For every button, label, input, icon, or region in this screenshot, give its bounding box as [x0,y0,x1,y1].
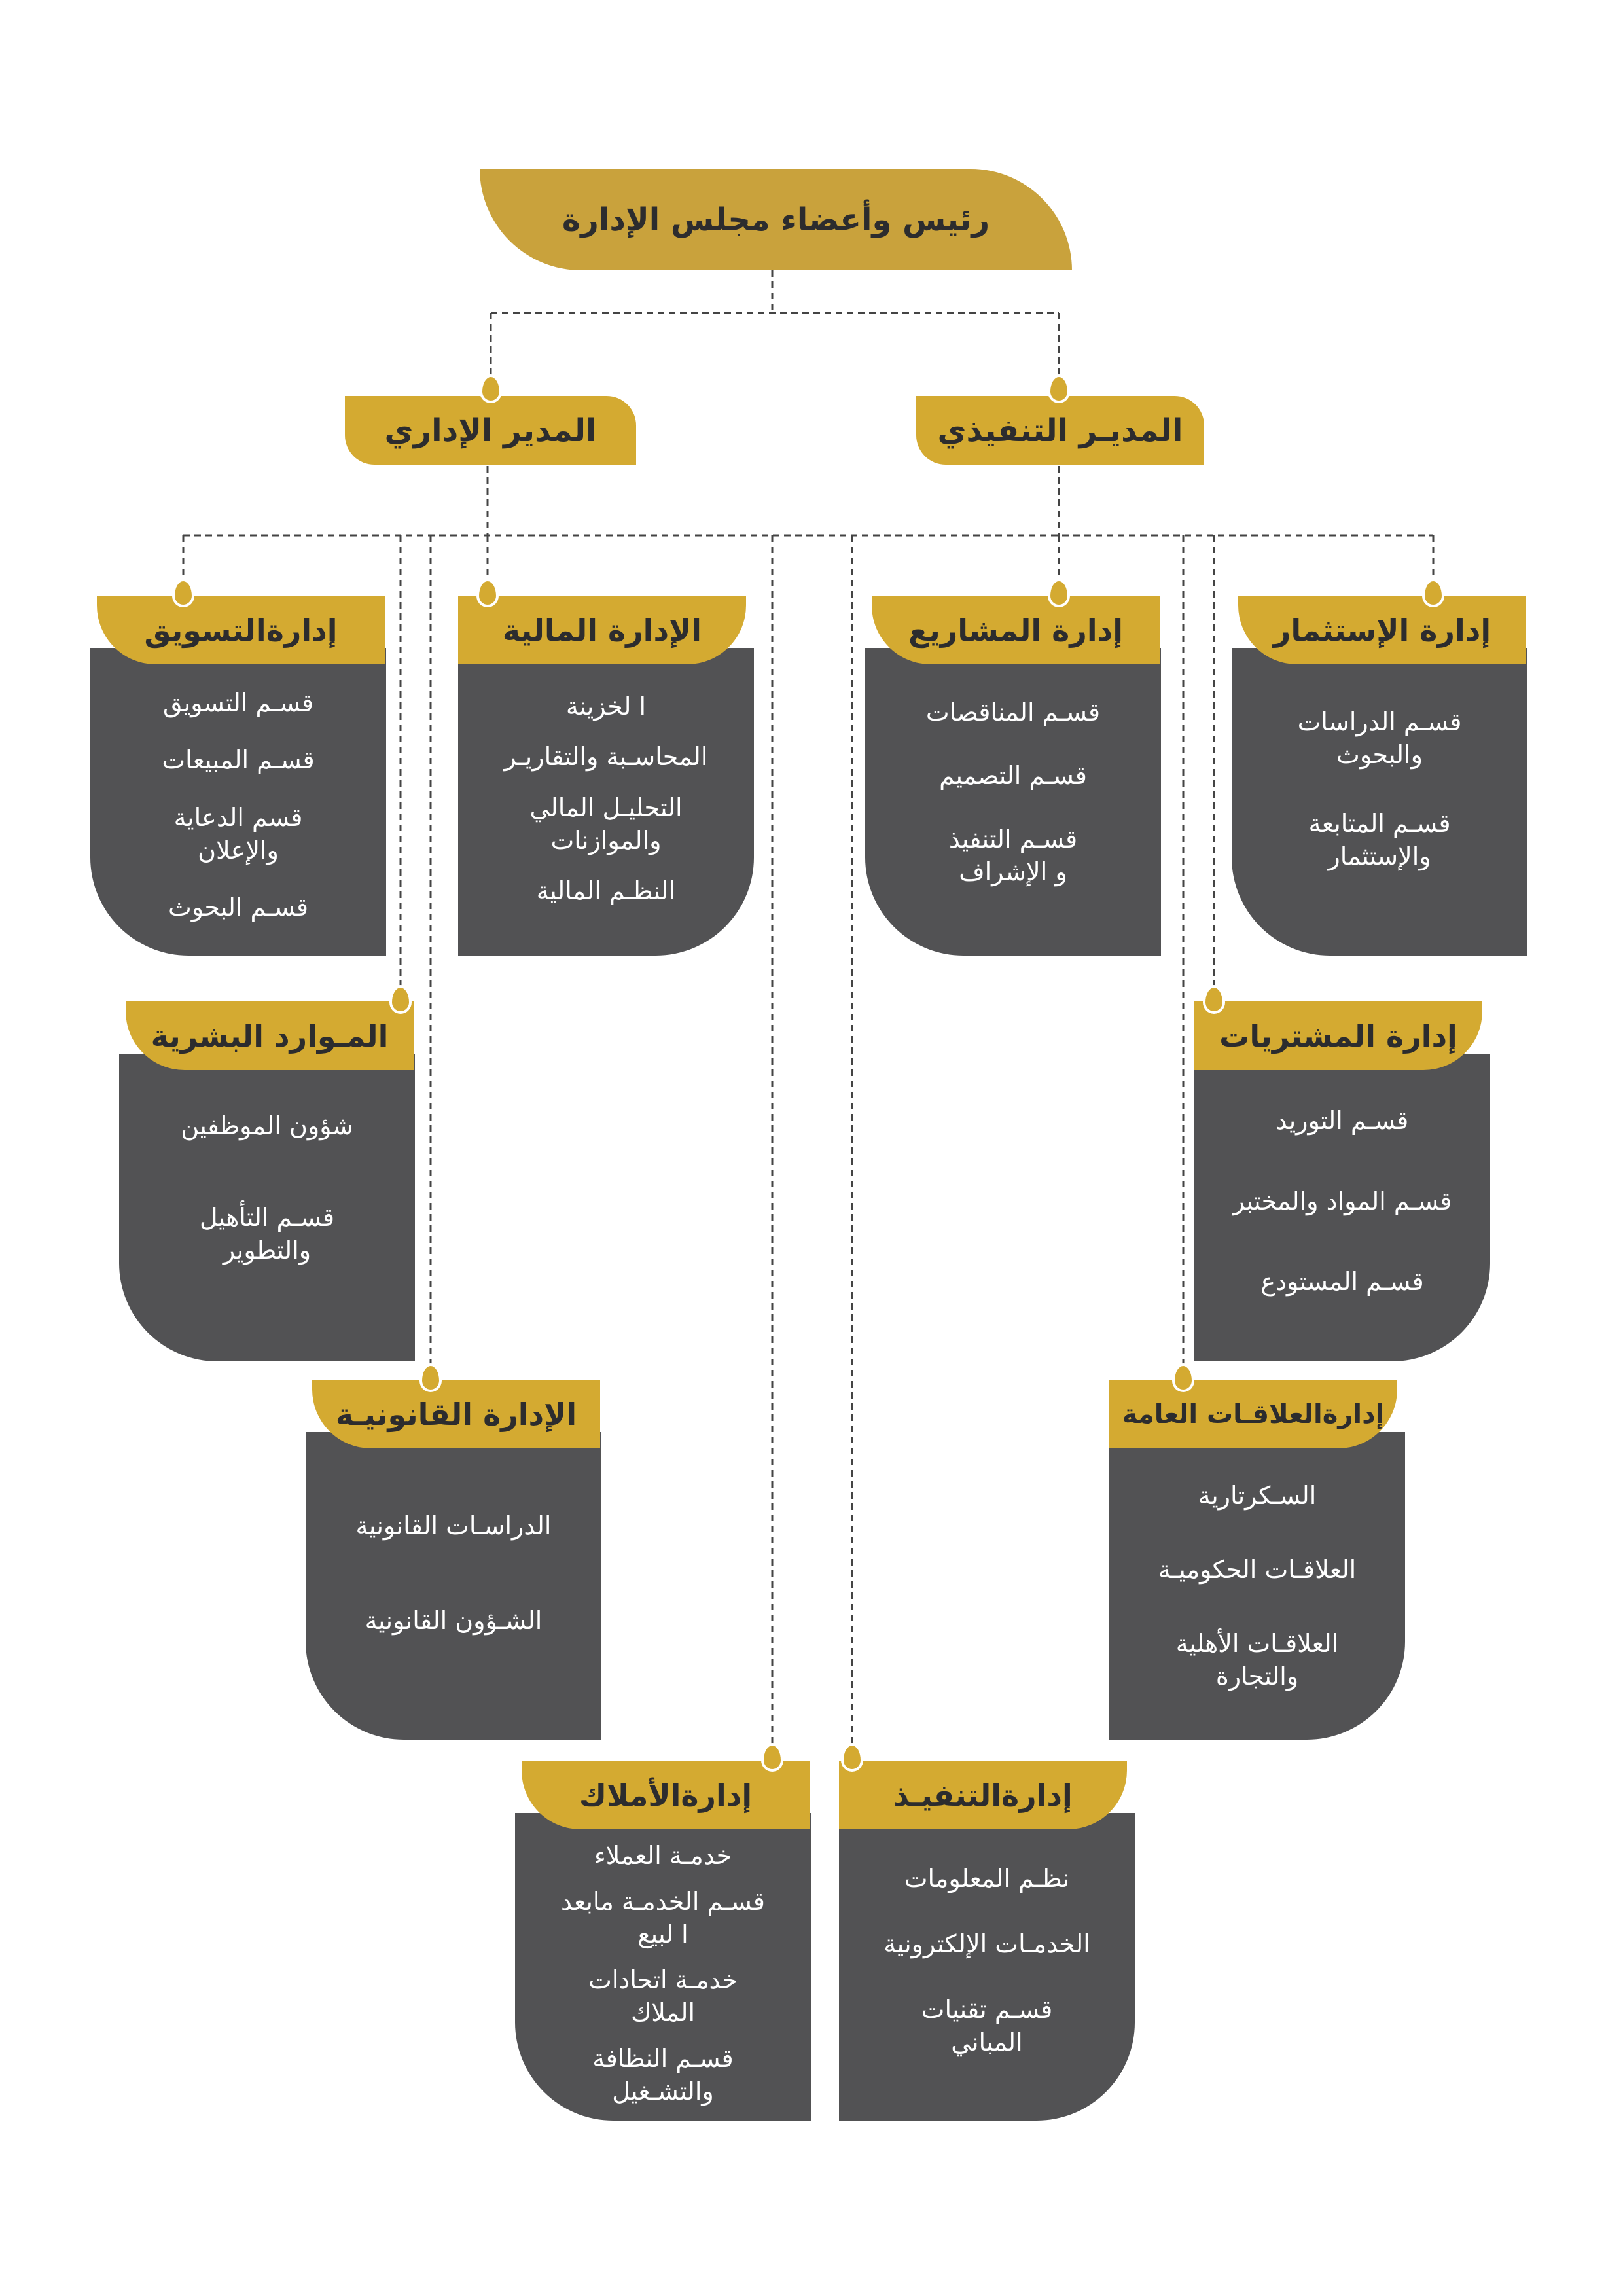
connector-drop-icon [1048,374,1070,403]
list-item: النظـم المالية [536,876,676,906]
execution-department: إدارةالتنفيـذ نظـم المعلومات الخدمـات ال… [839,1761,1135,2121]
board-title-box: رئيس وأعضاء مجلس الإدارة [480,169,1072,270]
connector-drop-icon [841,1743,863,1772]
department-title: الإدارة القانونيـة [312,1380,600,1448]
marketing-department: إدارةالتسويق قسـم التسويق قسـم المبيعات … [90,596,386,956]
list-item: السـكرتارية [1198,1480,1317,1510]
department-title: إدارةالتسويق [97,596,385,664]
list-item: قسـم التصميم [939,761,1087,790]
executive-manager-box: المديـر التنفيذي [916,396,1204,465]
list-item: قسـم البحوث [168,893,309,922]
list-item: قسـم الخدمـة مابعد ا لبيع [561,1887,765,1948]
department-items: نظـم المعلومات الخدمـات الإلكترونية قسـم… [839,1846,1135,2075]
hr-department: المـوارد البشرية شؤون الموظفين قسـم التأ… [119,1001,415,1361]
department-title: إدارة المشتريات [1194,1001,1482,1070]
department-items: السـكرتارية العلاقـات الحكوميـة العلاقـا… [1109,1458,1405,1713]
department-items: قسـم التوريد قسـم المواد والمختبر قسـم ا… [1194,1080,1490,1322]
legal-department: الإدارة القانونيـة الدراسـات القانونية ا… [306,1380,601,1740]
finance-department: الإدارة المالية ا لخزينة المحاسـبة والتق… [458,596,754,956]
department-items: شؤون الموظفين قسـم التأهيل والتطوير [119,1080,415,1296]
executive-manager-label: المديـر التنفيذي [937,412,1183,449]
list-item: قسم الدعاية والإعلان [173,802,303,865]
list-item: الخدمـات الإلكترونية [883,1929,1090,1958]
list-item: الدراسـات القانونية [355,1511,552,1540]
connector-drop-icon [1422,579,1444,607]
admin-manager-box: المدير الإداري [345,396,636,465]
list-item: قسـم تقنيات المباني [921,1995,1053,2056]
department-title: إدارة المشاريع [872,596,1160,664]
list-item: قسـم المناقصات [925,698,1101,727]
department-title: إدارةالتنفيـذ [839,1761,1127,1829]
list-item: قسـم التأهيل والتطوير [199,1203,335,1265]
public-relations-department: إدارةالعلاقـات العامة السـكرتارية العلاق… [1109,1380,1405,1740]
connector-drop-icon [389,985,412,1014]
department-title: إدارة الإستثمار [1238,596,1526,664]
investment-department: إدارة الإستثمار قسـم الدراسات والبحوث قس… [1232,596,1527,956]
connector-drop-icon [172,579,194,607]
admin-manager-label: المدير الإداري [384,412,597,449]
list-item: الشـؤون القانونية [365,1605,543,1635]
connector-drop-icon [476,579,499,607]
list-item: خدمـة اتحادات الملاك [588,1965,738,2027]
department-title: إدارةالعلاقـات العامة [1109,1380,1397,1448]
connector-drop-icon [480,374,502,403]
department-items: الدراسـات القانونية الشـؤون القانونية [306,1478,601,1668]
list-item: قسـم المواد والمختبر [1232,1186,1452,1215]
connector-drop-icon [1203,985,1225,1014]
department-title: إدارةالأملاك [522,1761,810,1829]
list-item: قسـم المتابعة والإستثمار [1308,808,1451,870]
properties-department: إدارةالأملاك خدمـة العملاء قسـم الخدمـة … [515,1761,811,2121]
list-item: قسـم النظافة والتشـغيل [592,2044,734,2106]
list-item: المحاسـبة والتقاريـر [504,742,708,772]
list-item: قسـم المستودع [1260,1267,1424,1297]
list-item: قسـم التوريد [1275,1105,1409,1135]
department-items: خدمـة العملاء قسـم الخدمـة مابعد ا لبيع … [515,1833,811,2114]
department-items: قسـم الدراسات والبحوث قسـم المتابعة والإ… [1232,687,1527,890]
list-item: ا لخزينة [565,691,647,721]
connector-drop-icon [419,1363,442,1392]
department-title: الإدارة المالية [458,596,746,664]
list-item: التحليـل المالي والموازنات [529,793,683,855]
list-item: العلاقـات الحكوميـة [1158,1554,1357,1584]
list-item: قسـم التنفيذ و الإشراف [948,824,1078,886]
list-item: العلاقـات الأهلية والتجارة [1175,1629,1339,1691]
projects-department: إدارة المشاريع قسـم المناقصات قسـم التصم… [865,596,1161,956]
list-item: خدمـة العملاء [594,1841,732,1870]
procurement-department: إدارة المشتريات قسـم التوريد قسـم المواد… [1194,1001,1490,1361]
list-item: شؤون الموظفين [181,1111,353,1140]
list-item: قسـم التسويق [163,688,313,717]
department-title: المـوارد البشرية [126,1001,414,1070]
department-items: قسـم التسويق قسـم المبيعات قسم الدعاية و… [90,674,386,936]
connector-drop-icon [1172,1363,1194,1392]
list-item: قسـم المبيعات [162,745,315,775]
department-items: قسـم المناقصات قسـم التصميم قسـم التنفيذ… [865,681,1161,903]
department-items: ا لخزينة المحاسـبة والتقاريـر التحليـل ا… [458,681,754,916]
connector-drop-icon [1048,579,1070,607]
list-item: قسـم الدراسات والبحوث [1297,707,1462,769]
board-title: رئيس وأعضاء مجلس الإدارة [562,201,990,238]
connector-drop-icon [761,1743,783,1772]
list-item: نظـم المعلومات [904,1864,1070,1893]
